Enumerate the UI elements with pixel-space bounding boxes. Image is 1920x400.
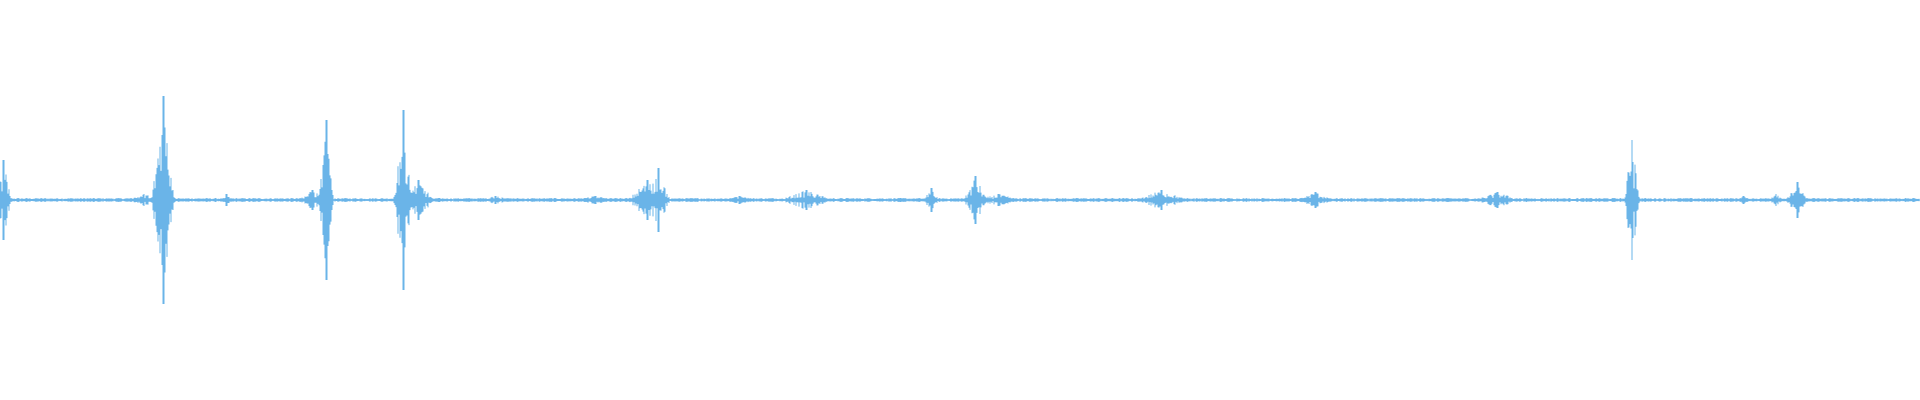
waveform-samples	[0, 96, 1920, 304]
